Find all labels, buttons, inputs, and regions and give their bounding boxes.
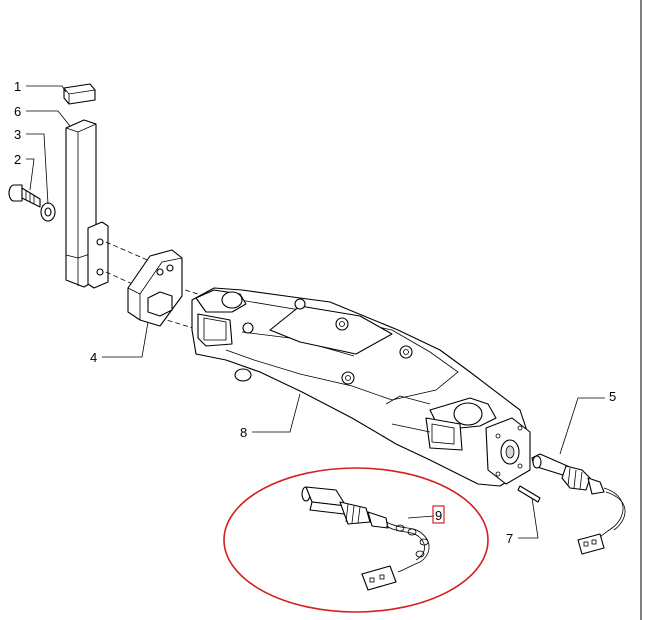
label-3: 3	[14, 127, 21, 142]
leader-6	[26, 110, 71, 127]
leader-3	[26, 133, 49, 205]
part-1-cap	[63, 83, 96, 105]
part-3-washer	[40, 202, 56, 222]
part-7-pin	[517, 485, 541, 503]
leader-8	[252, 393, 301, 433]
label-5: 5	[609, 389, 616, 404]
label-4: 4	[90, 350, 97, 365]
label-8: 8	[240, 425, 247, 440]
alignment-line	[105, 241, 153, 263]
part-5-sensor	[531, 453, 626, 555]
label-2: 2	[14, 152, 21, 167]
part-2-bolt	[8, 184, 41, 208]
part-6-post	[65, 119, 109, 289]
part-4-bracket	[127, 249, 183, 327]
label-7: 7	[506, 531, 513, 546]
label-1: 1	[14, 79, 21, 94]
leader-4	[102, 321, 149, 358]
highlight-ellipse	[223, 467, 489, 613]
leader-1	[26, 85, 67, 93]
leader-5	[559, 397, 605, 455]
part-9-sensor	[301, 486, 430, 591]
leader-9	[407, 515, 435, 519]
leader-2	[26, 158, 35, 191]
label-9-highlight-box	[432, 505, 445, 524]
leader-7	[518, 497, 539, 539]
part-8-housing	[191, 287, 531, 487]
label-6: 6	[14, 104, 21, 119]
label-9: 9	[435, 508, 442, 523]
